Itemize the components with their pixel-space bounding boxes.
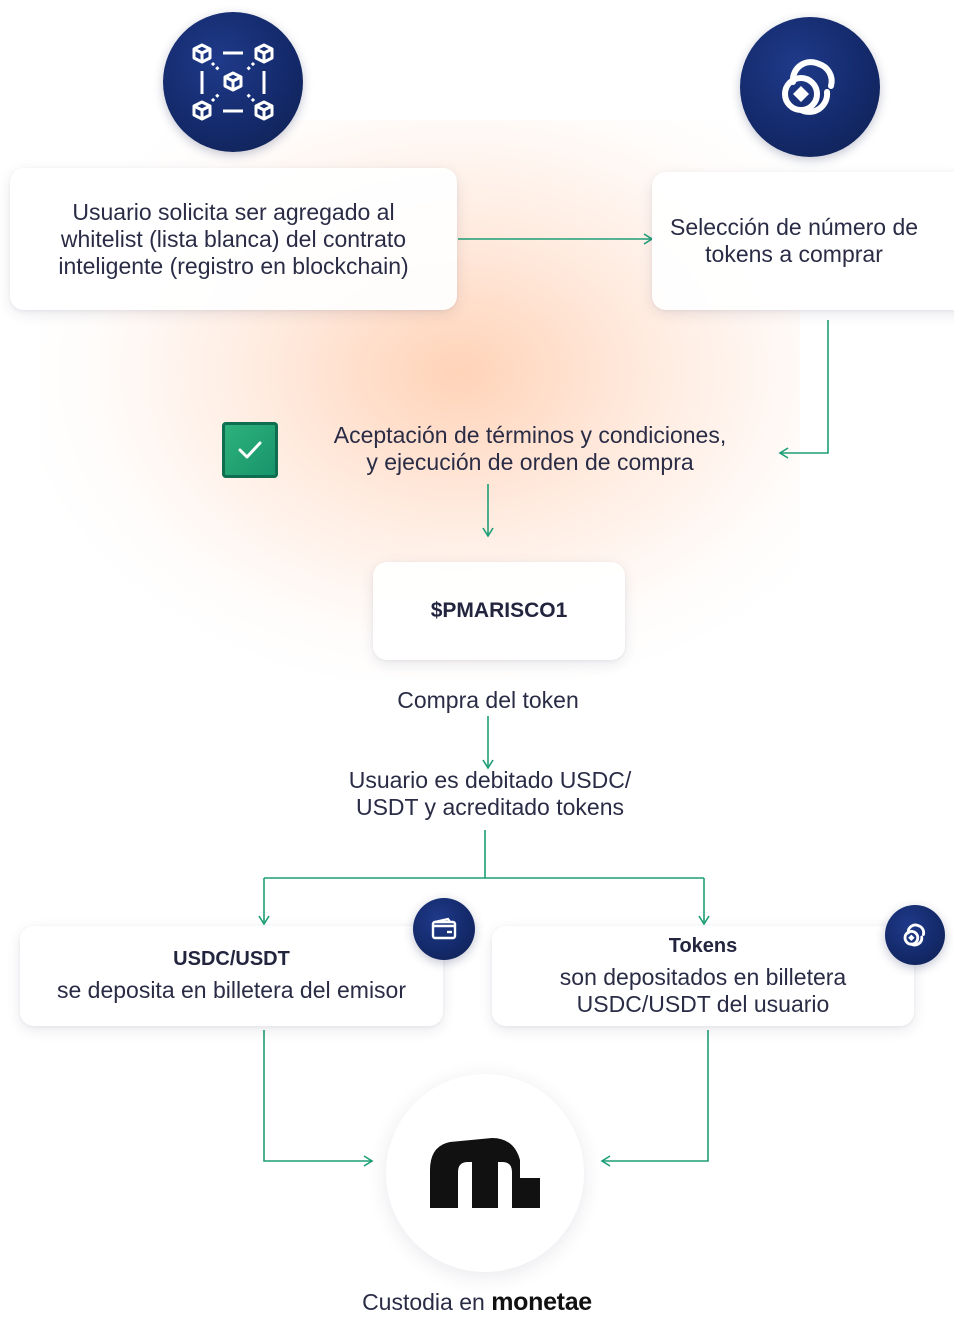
token-selection-text: Selección de número de tokens a comprar — [670, 214, 919, 267]
checkbox-icon — [222, 422, 278, 478]
arrow-selection-to-acceptance — [778, 320, 829, 459]
tokens-badge — [740, 17, 880, 157]
acceptance-text: Aceptación de términos y condiciones, y … — [333, 422, 727, 475]
blockchain-badge — [163, 12, 303, 152]
token-name: $PMARISCO1 — [430, 599, 568, 622]
monetae-logo — [430, 1138, 540, 1208]
monetae-logo-circle — [386, 1074, 584, 1272]
issuer-wallet-card: USDC/USDT se deposita en billetera del e… — [20, 926, 443, 1026]
purchase-label: Compra del token — [397, 687, 579, 713]
blockchain-network-icon — [192, 43, 274, 121]
custody-caption: Custodia en monetae — [0, 1288, 954, 1317]
monetae-brand: monetae — [491, 1288, 592, 1316]
issuer-wallet-text: se deposita en billetera del emisor — [56, 977, 407, 1003]
arrow-left-to-custody — [263, 1030, 374, 1167]
tokens-icon — [782, 59, 835, 115]
line-debit-split — [264, 830, 704, 879]
whitelist-request-text: Usuario solicita ser agregado al whiteli… — [58, 198, 409, 279]
user-wallet-title: Tokens — [668, 934, 738, 957]
token-card: $PMARISCO1 — [373, 562, 625, 660]
debit-text: Usuario es debitado USDC/ USDT y acredit… — [348, 767, 632, 820]
issuer-wallet-title: USDC/USDT — [173, 948, 290, 970]
whitelist-request-card: Usuario solicita ser agregado al whiteli… — [10, 168, 457, 310]
tokens-small-badge — [885, 905, 945, 965]
token-selection-card: Selección de número de tokens a comprar — [652, 172, 954, 310]
user-wallet-text: son depositados en billetera USDC/USDT d… — [559, 963, 847, 1017]
user-wallet-card: Tokens son depositados en billetera USDC… — [492, 926, 914, 1026]
arrow-right-to-custody — [600, 1030, 709, 1167]
wallet-icon — [431, 917, 457, 940]
tokens-icon — [903, 923, 926, 947]
wallet-badge — [413, 898, 475, 960]
custody-prefix: Custodia en — [362, 1289, 485, 1315]
